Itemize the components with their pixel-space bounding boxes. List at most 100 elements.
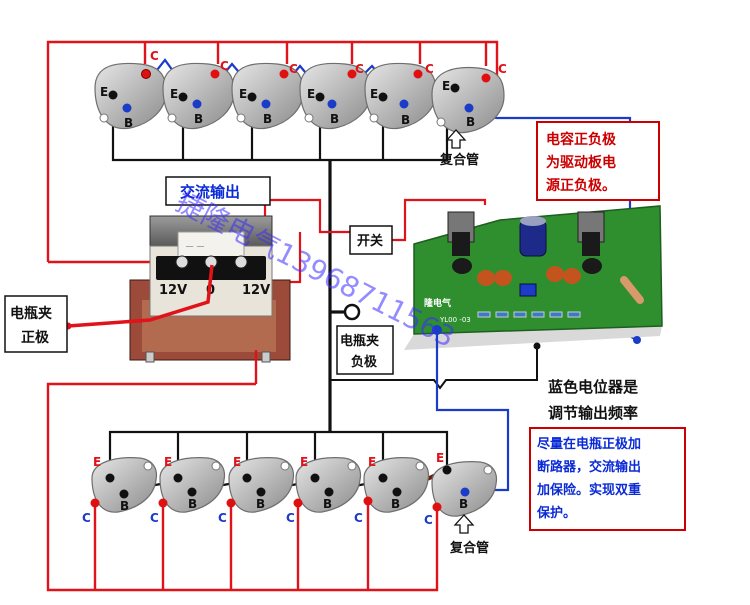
transistor-top-1 [94, 62, 167, 130]
label-e: E [370, 87, 378, 101]
capacitor-note-line1: 电容正负极 [546, 131, 617, 148]
emitter-dot [315, 92, 325, 102]
label-b: B [256, 497, 265, 511]
transistor-bottom-2 [158, 457, 226, 513]
label-c: C [286, 511, 295, 525]
capacitor-note-line2: 为驱动板电 [546, 154, 616, 171]
capacitor-note-line3: 源正负极。 [546, 177, 616, 194]
label-c: C [498, 62, 507, 76]
transformer: —— —— [129, 215, 291, 363]
label-c: C [150, 49, 159, 63]
collector-dot [158, 498, 168, 508]
battery-positive-line1: 电瓶夹 [10, 305, 52, 322]
collector-dot [347, 69, 357, 79]
base-dot [256, 487, 266, 497]
label-e: E [307, 87, 315, 101]
transformer-taps: 12V 0 12V [159, 283, 270, 298]
transistor-top-5 [364, 62, 437, 130]
base-dot [119, 489, 129, 499]
transistor-top-composite [431, 66, 505, 134]
safety-note-line2: 断路器，交流输出 [537, 459, 641, 475]
label-e: E [164, 455, 172, 469]
base-dot [460, 487, 470, 497]
label-b: B [330, 112, 339, 126]
base-dot [187, 487, 197, 497]
collector-dot [481, 73, 491, 83]
label-c: C [150, 511, 159, 525]
emitter-dot [242, 473, 252, 483]
battery-negative-terminal [343, 303, 361, 321]
emitter-dot [247, 92, 257, 102]
battery-positive-line2: 正极 [21, 329, 50, 346]
arrow-up-icon [445, 129, 467, 149]
collector-dot [413, 69, 423, 79]
base-dot [399, 99, 409, 109]
base-dot [192, 99, 202, 109]
label-e: E [442, 79, 450, 93]
transistor-bottom-composite [431, 461, 498, 517]
label-c: C [289, 62, 298, 76]
label-e: E [93, 455, 101, 469]
capacitor-note-box: 电容正负极 为驱动板电 源正负极。 [536, 121, 660, 201]
label-e: E [436, 451, 444, 465]
ac-output-label: 交流输出 [180, 183, 240, 201]
collector-dot [363, 496, 373, 506]
emitter-dot [442, 465, 452, 475]
emitter-dot [173, 473, 183, 483]
transistor-bottom-1 [90, 457, 158, 513]
frequency-potentiometer [519, 283, 537, 297]
bottom-transistor-row [90, 457, 498, 517]
battery-negative-line2: 负极 [351, 354, 378, 370]
driver-board: 隆电气 YL00 -03 [404, 205, 663, 350]
label-e: E [300, 455, 308, 469]
label-e: E [100, 85, 108, 99]
safety-note-box: 尽量在电瓶正极加 断路器，交流输出 加保险。实现双重 保护。 [529, 427, 686, 531]
ac-output-label-box: 交流输出 [165, 176, 271, 206]
collector-dot [141, 69, 151, 79]
emitter-dot [378, 92, 388, 102]
switch-label-box: 开关 [349, 225, 393, 255]
label-b: B [466, 115, 475, 129]
emitter-dot [378, 473, 388, 483]
battery-positive-box: 电瓶夹 正极 [4, 295, 68, 353]
label-b: B [323, 497, 332, 511]
label-c: C [82, 511, 91, 525]
pot-note-line2: 调节输出频率 [548, 404, 638, 422]
battery-positive-wire [67, 264, 214, 328]
collector-dot [279, 69, 289, 79]
label-e: E [170, 87, 178, 101]
label-b: B [263, 112, 272, 126]
safety-note-line1: 尽量在电瓶正极加 [537, 436, 641, 452]
composite-tube-label-top: 复合管 [439, 152, 479, 168]
bottom-terminal-letters: E E E E E E B B B B B B C C C C C C [82, 451, 468, 527]
base-dot [324, 487, 334, 497]
transistor-top-4 [299, 62, 372, 130]
emitter-dot [310, 473, 320, 483]
emitter-dot [450, 83, 460, 93]
base-dot [122, 103, 132, 113]
top-terminal-letters: C C C C C C E E E E E E B B B B B B [100, 49, 507, 130]
label-b: B [120, 499, 129, 513]
transistor-top-3 [231, 62, 304, 130]
collector-dot [210, 69, 220, 79]
label-c: C [220, 59, 229, 73]
transistor-bottom-5 [363, 457, 430, 513]
composite-tube-label-bottom: 复合管 [449, 540, 489, 556]
tap-12v-right: 12V [242, 283, 270, 298]
battery-negative-line1: 电瓶夹 [340, 333, 379, 349]
collector-dot [90, 498, 100, 508]
collector-dot [293, 498, 303, 508]
transistor-bottom-3 [226, 457, 295, 513]
label-b: B [188, 497, 197, 511]
board-output-terminal [633, 336, 641, 344]
top-transistor-row [94, 62, 505, 134]
central-negative-trunk [328, 160, 345, 432]
label-b: B [459, 497, 468, 511]
base-dot [392, 487, 402, 497]
label-e: E [233, 455, 241, 469]
collector-dot [432, 502, 442, 512]
transistor-bottom-4 [293, 457, 362, 513]
board-ground-wire [330, 346, 538, 390]
switch-label: 开关 [357, 233, 383, 249]
